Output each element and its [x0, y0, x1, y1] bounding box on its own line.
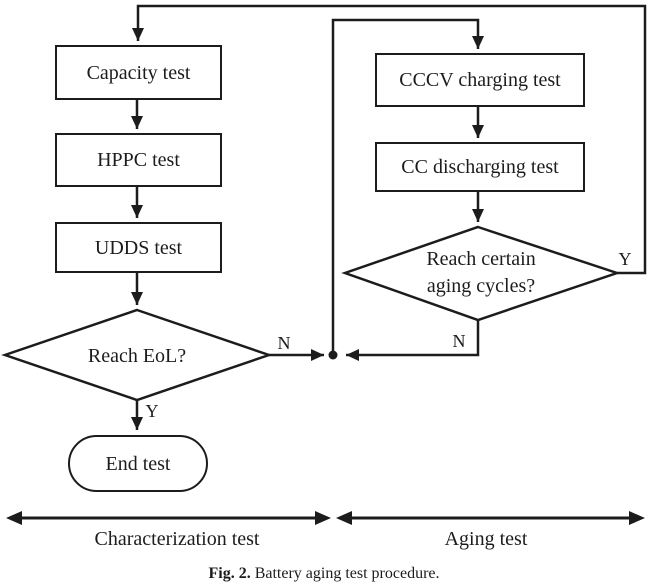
aging-decision-label-line2: aging cycles? [426, 275, 536, 297]
aging-decision-diamond [341, 225, 621, 322]
node-udds-test-label: UDDS test [94, 236, 183, 259]
node-end-test-label: End test [105, 452, 171, 475]
node-cc-discharging-test: CC discharging test [375, 142, 585, 192]
characterization-right-arrow-icon [315, 511, 331, 525]
characterization-left-arrow-icon [6, 511, 22, 525]
aging-yes-label: Y [618, 249, 632, 269]
edge-aging-no-junction [346, 320, 480, 361]
figure-caption-number: Fig. 2. [208, 565, 251, 582]
node-cccv-charging-test: CCCV charging test [375, 53, 585, 107]
eol-decision-diamond [1, 308, 273, 402]
node-hppc-test-label: HPPC test [97, 149, 180, 171]
edge-junction-cccv [331, 18, 484, 355]
aging-decision-label-line1: Reach certain [426, 248, 536, 270]
node-capacity-test-label: Capacity test [86, 61, 191, 84]
aging-no-label: N [452, 331, 466, 351]
figure-caption-text: Battery aging test procedure. [250, 565, 440, 582]
node-capacity-test: Capacity test [55, 45, 222, 100]
node-hppc-test: HPPC test [55, 133, 222, 187]
node-udds-test: UDDS test [55, 222, 222, 273]
eol-decision-label: Reach EoL? [87, 345, 187, 367]
junction-dot-icon [328, 350, 338, 360]
aging-decision-label: Reach certain aging cycles? [426, 246, 535, 300]
eol-yes-label: Y [145, 401, 159, 421]
aging-left-arrow-icon [336, 511, 352, 525]
node-end-test: End test [68, 435, 208, 492]
aging-phase-label: Aging test [444, 528, 528, 550]
node-cccv-charging-test-label: CCCV charging test [399, 69, 561, 91]
eol-no-label: N [277, 333, 291, 353]
figure-caption: Fig. 2. Battery aging test procedure. [0, 564, 648, 583]
node-cc-discharging-test-label: CC discharging test [401, 156, 559, 178]
aging-right-arrow-icon [629, 511, 645, 525]
characterization-phase-label: Characterization test [94, 528, 260, 550]
edge-aging-yes-loop [132, 4, 647, 275]
